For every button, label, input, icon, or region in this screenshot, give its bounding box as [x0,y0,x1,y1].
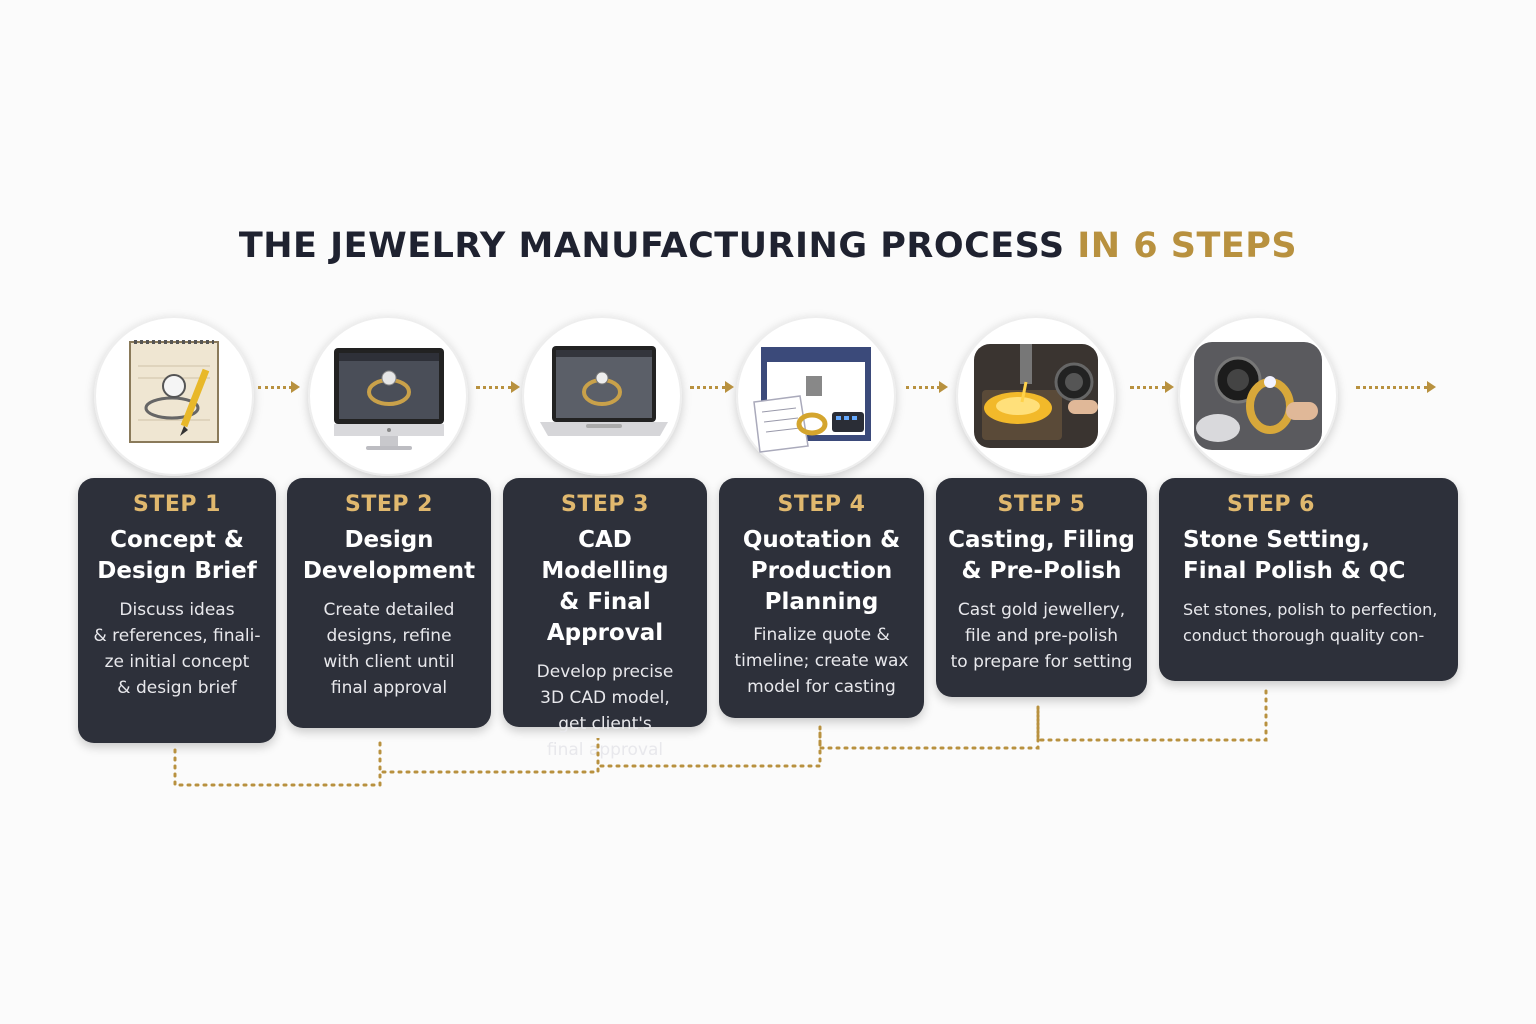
desktop-monitor-ring-icon [334,348,444,450]
step-2-card: STEP 2 Design Development Create detaile… [287,478,491,728]
step-2-circle [308,316,468,476]
arrow-4-5 [906,381,948,405]
arrow-5-6 [1130,381,1174,405]
step-description: Develop precise 3D CAD model, get client… [536,662,674,760]
step-name: Casting, Filing & Pre-Polish [948,527,1135,584]
casting-molten-gold-icon [974,344,1098,448]
step-5-card: STEP 5 Casting, Filing & Pre-Polish Cast… [936,478,1147,697]
step-label: STEP 2 [345,492,433,517]
arrow-3-4 [690,381,734,405]
laptop-cad-ring-icon [540,346,668,436]
step-description: Discuss ideas & references, finali- ze i… [93,600,261,698]
step-name: Design Development [302,527,476,584]
step-6-circle [1178,316,1338,476]
step-label: STEP 6 [1227,492,1315,517]
page-title: THE JEWELRY MANUFACTURING PROCESS IN 6 S… [0,226,1536,266]
arrow-6-end [1356,381,1436,405]
step-label: STEP 1 [133,492,221,517]
step-label: STEP 3 [561,492,649,517]
step-4-circle [736,316,896,476]
step-description: Set stones, polish to perfection, conduc… [1183,600,1438,645]
step-description: Cast gold jewellery, file and pre-polish… [950,600,1133,672]
step-6-card: STEP 6 Stone Setting, Final Polish & QC … [1159,478,1458,681]
arrow-2-3 [476,381,520,405]
step-name: Concept & Design Brief [97,527,257,584]
title-main: THE JEWELRY MANUFACTURING PROCESS [238,226,1078,266]
arrow-1-2 [258,381,300,405]
step-1-circle [94,316,254,476]
step-3-circle [522,316,682,476]
step-label: STEP 4 [777,492,866,517]
step-3-card: STEP 3 CAD Modelling & Final Approval De… [503,478,707,760]
title-accent: IN 6 STEPS [1077,226,1298,266]
step-description: Finalize quote & timeline; create wax mo… [734,625,909,697]
loupe-ring-inspection-icon [1194,342,1322,450]
step-4-card: STEP 4 Quotation & Production Planning F… [719,478,924,718]
step-5-circle [956,316,1116,476]
step-1-card: STEP 1 Concept & Design Brief Discuss id… [78,478,276,743]
sketch-notebook-icon [129,340,219,443]
step-name: Stone Setting, Final Polish & QC [1183,527,1406,584]
step-name: Quotation & Production Planning [742,527,901,615]
printer-quote-icon [753,347,871,453]
step-description: Create detailed designs, refine with cli… [323,600,455,698]
step-name: CAD Modelling & Final Approval [541,527,669,646]
step-label: STEP 5 [997,492,1086,517]
